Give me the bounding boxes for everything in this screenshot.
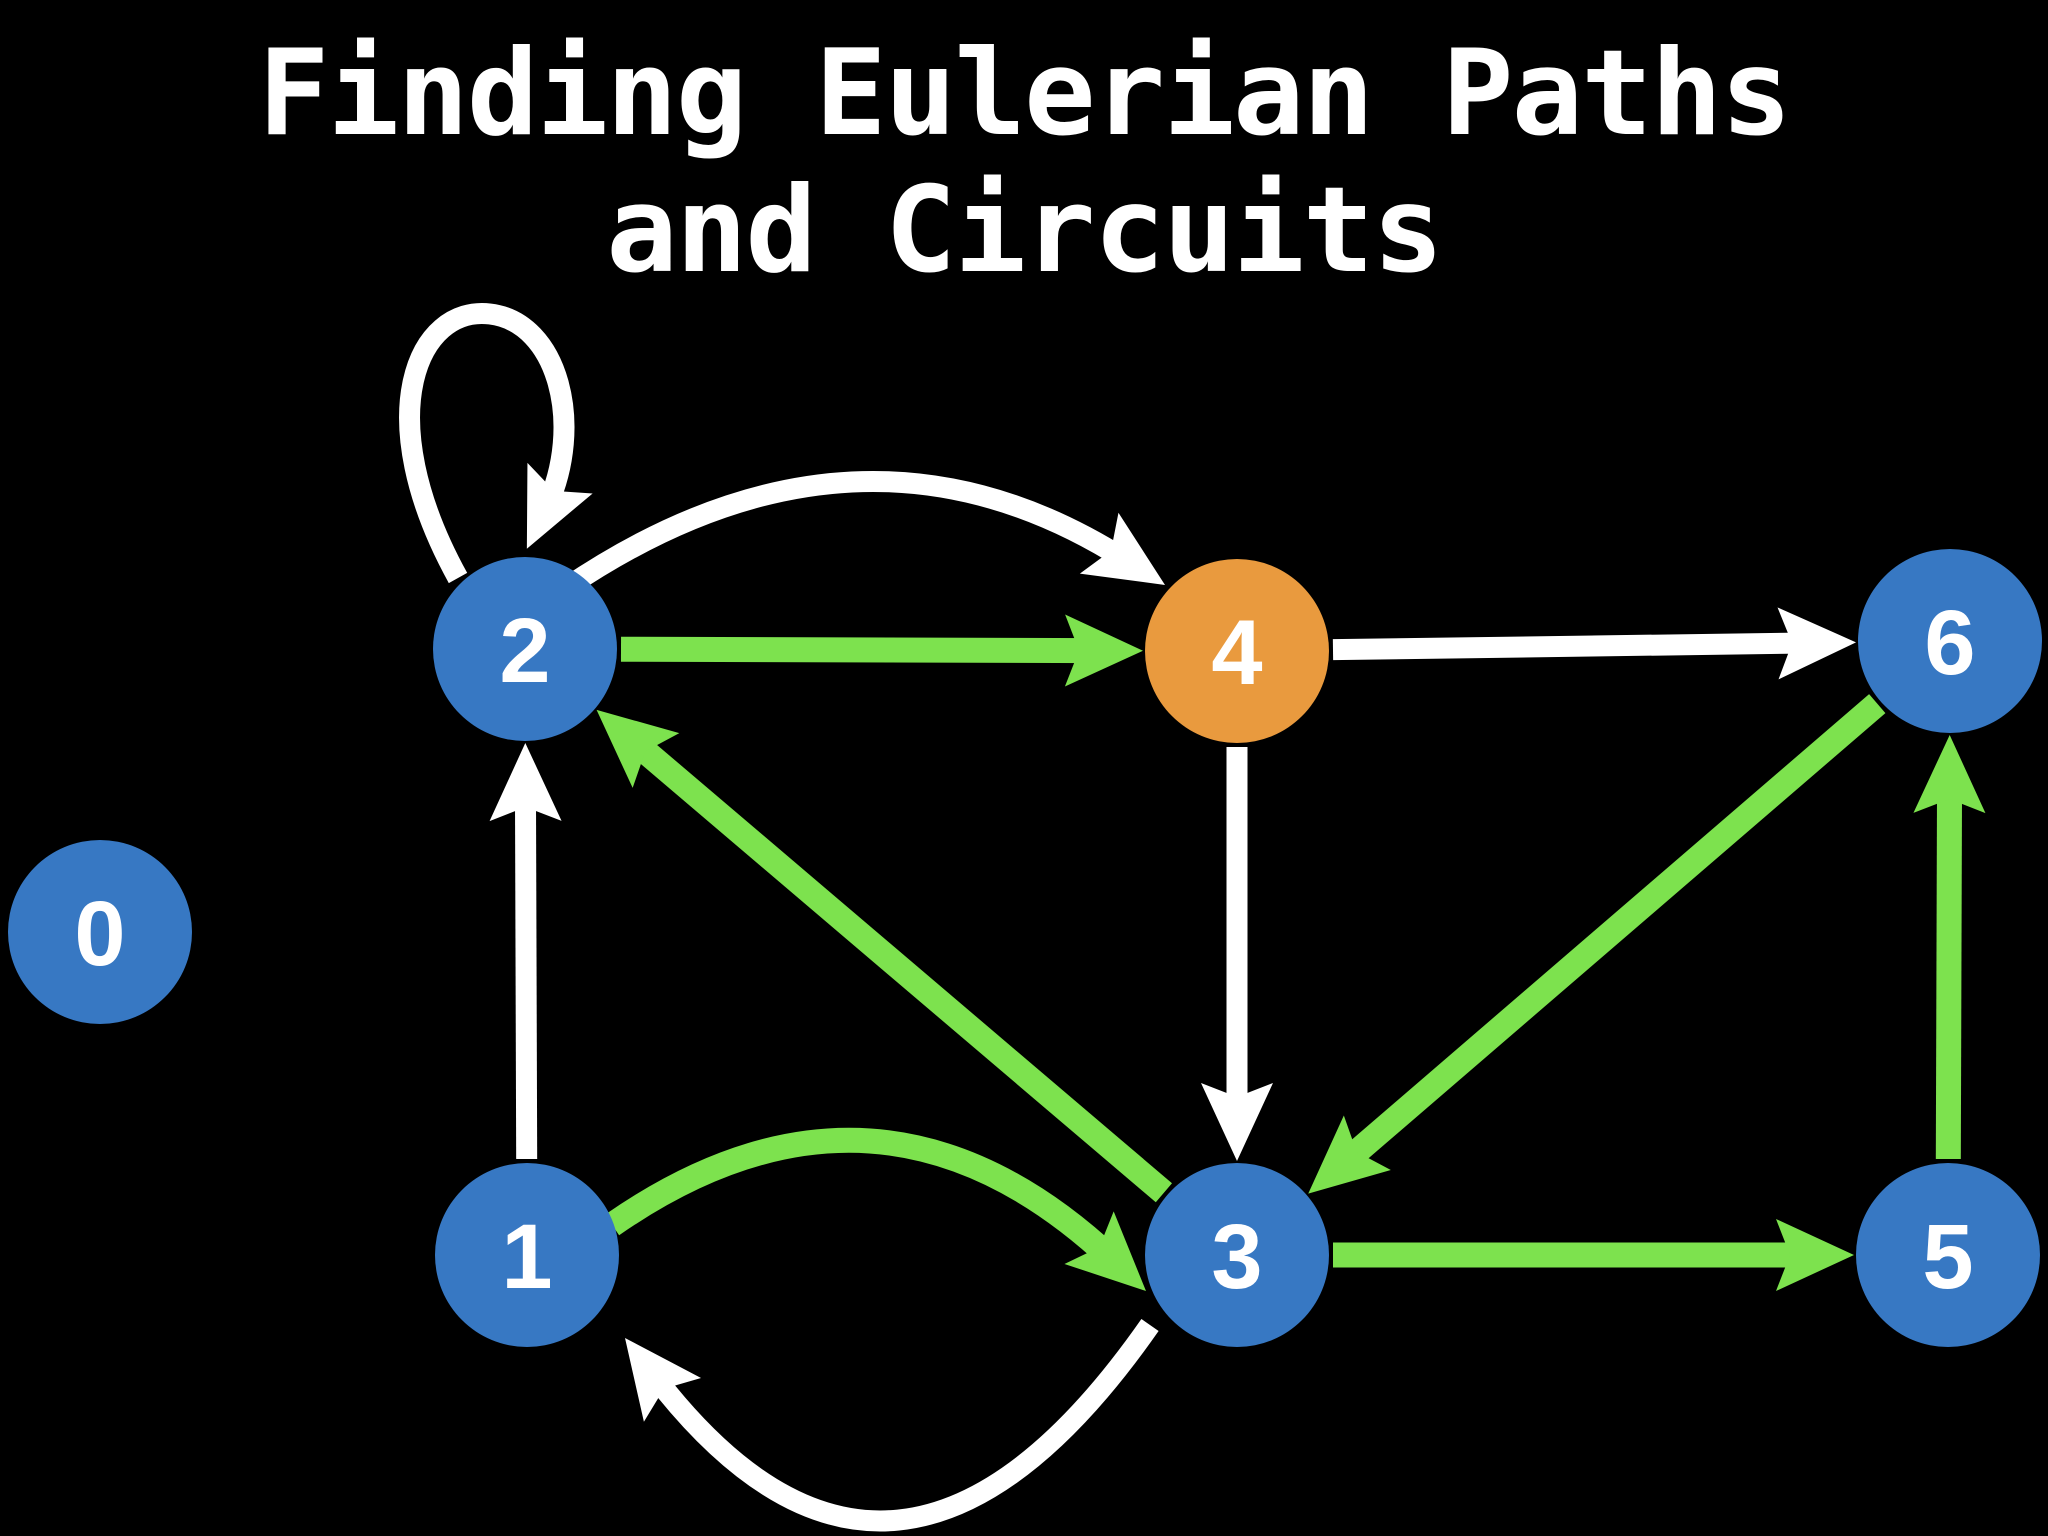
arrowhead-2-4 — [1064, 614, 1144, 687]
node-0-circle — [8, 840, 192, 1024]
arrowhead-5-6 — [1913, 734, 1986, 814]
slide-title: Finding Eulerian Paths and Circuits — [0, 26, 2048, 300]
edge-1-3-highlighted — [604, 1127, 1146, 1291]
arrowhead-4-3 — [1201, 1083, 1273, 1161]
node-5-label: 5 — [1922, 1206, 1973, 1308]
node-6-circle — [1858, 549, 2042, 733]
edge-line-5-6 — [1935, 781, 1963, 1160]
title-line-1: Finding Eulerian Paths — [257, 25, 1792, 163]
node-4-highlighted: 4 — [1145, 559, 1329, 743]
edge-line-2-4 — [620, 636, 1097, 664]
edge-3-5-highlighted — [1333, 1219, 1854, 1291]
arrowhead-1-2 — [489, 742, 562, 822]
edge-line-3-2 — [624, 730, 1172, 1203]
edge-line-2-2 — [399, 303, 575, 584]
edge-line-4-6 — [1332, 632, 1810, 661]
node-3: 3 — [1145, 1163, 1329, 1347]
node-1-circle — [435, 1163, 619, 1347]
edge-line-1-3 — [604, 1127, 1121, 1269]
node-5-circle — [1856, 1163, 2040, 1347]
edge-line-1-2 — [514, 789, 538, 1160]
node-0: 0 — [8, 840, 192, 1024]
node-4-label: 4 — [1211, 602, 1262, 704]
node-2-circle — [433, 557, 617, 741]
arrowhead-2-4-arc — [1079, 512, 1165, 585]
node-2: 2 — [433, 557, 617, 741]
arrowhead-2-2 — [526, 462, 593, 549]
edge-5-6-highlighted — [1913, 734, 1986, 1160]
edge-1-2 — [489, 742, 562, 1160]
edge-3-1 — [625, 1318, 1159, 1532]
node-3-circle — [1145, 1163, 1329, 1347]
node-5: 5 — [1856, 1163, 2040, 1347]
node-4-circle — [1145, 559, 1329, 743]
node-6-label: 6 — [1924, 592, 1975, 694]
node-2-label: 2 — [499, 600, 550, 702]
edge-4-6 — [1332, 607, 1857, 680]
edge-4-3 — [1201, 747, 1273, 1161]
edge-line-3-1 — [645, 1318, 1159, 1532]
arrowhead-3-1 — [625, 1338, 702, 1422]
edge-line-6-3 — [1335, 694, 1886, 1173]
edge-2-2 — [399, 303, 593, 584]
arrowhead-3-2 — [596, 709, 680, 788]
edge-3-2-highlighted — [596, 709, 1172, 1203]
edge-2-4-arc — [560, 470, 1165, 597]
arrowhead-3-5 — [1776, 1219, 1854, 1291]
node-1: 1 — [435, 1163, 619, 1347]
edge-6-3-highlighted — [1308, 694, 1886, 1194]
node-1-label: 1 — [501, 1206, 552, 1308]
node-6: 6 — [1858, 549, 2042, 733]
edge-2-4-highlighted — [620, 614, 1144, 687]
node-0-label: 0 — [74, 883, 125, 985]
arrowhead-6-3 — [1308, 1115, 1391, 1194]
arrowhead-1-3 — [1064, 1211, 1146, 1291]
edge-line-2-4-arc — [560, 470, 1132, 597]
node-3-label: 3 — [1211, 1206, 1262, 1308]
arrowhead-4-6 — [1777, 607, 1857, 680]
title-line-2: and Circuits — [606, 161, 1444, 300]
